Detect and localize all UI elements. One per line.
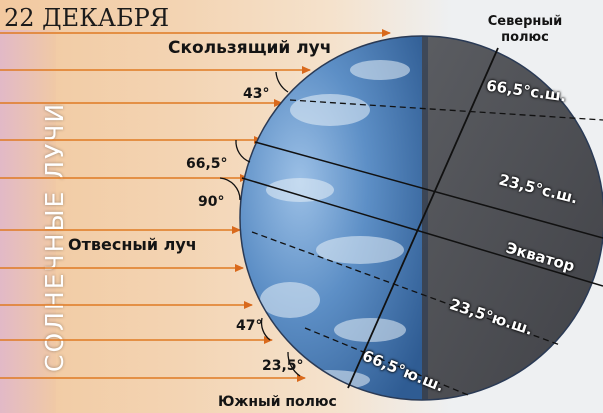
page-title: 22 ДЕКАБРЯ xyxy=(4,4,170,32)
earth-axis xyxy=(347,47,499,389)
sun-rays xyxy=(0,29,391,382)
south-pole-label: Южный полюс xyxy=(218,394,337,410)
side-band xyxy=(0,30,56,413)
angle-arc-66-5 xyxy=(235,139,251,163)
north-pole-label: Северный полюс xyxy=(487,14,563,45)
parallel-equator xyxy=(241,177,603,287)
parallel-arctic-north xyxy=(289,99,603,121)
parallel-tropic-south xyxy=(251,231,561,346)
grazing-ray-label: Скользящий луч xyxy=(168,38,332,58)
parallel-tropic-north xyxy=(254,141,603,239)
angle-arc-23-5 xyxy=(287,351,301,377)
angle-arcs xyxy=(219,71,301,377)
angle-label-43: 43° xyxy=(243,86,270,102)
angle-label-66-5: 66,5° xyxy=(186,156,228,172)
angle-label-47: 47° xyxy=(236,318,263,334)
vertical-ray-label: Отвесный луч xyxy=(68,235,197,254)
parallels xyxy=(241,99,603,396)
angle-arc-90 xyxy=(219,177,241,201)
angle-arc-47 xyxy=(260,317,271,341)
angle-arc-43 xyxy=(275,71,289,93)
angle-label-23-5: 23,5° xyxy=(262,358,304,374)
angle-label-90: 90° xyxy=(198,194,225,210)
